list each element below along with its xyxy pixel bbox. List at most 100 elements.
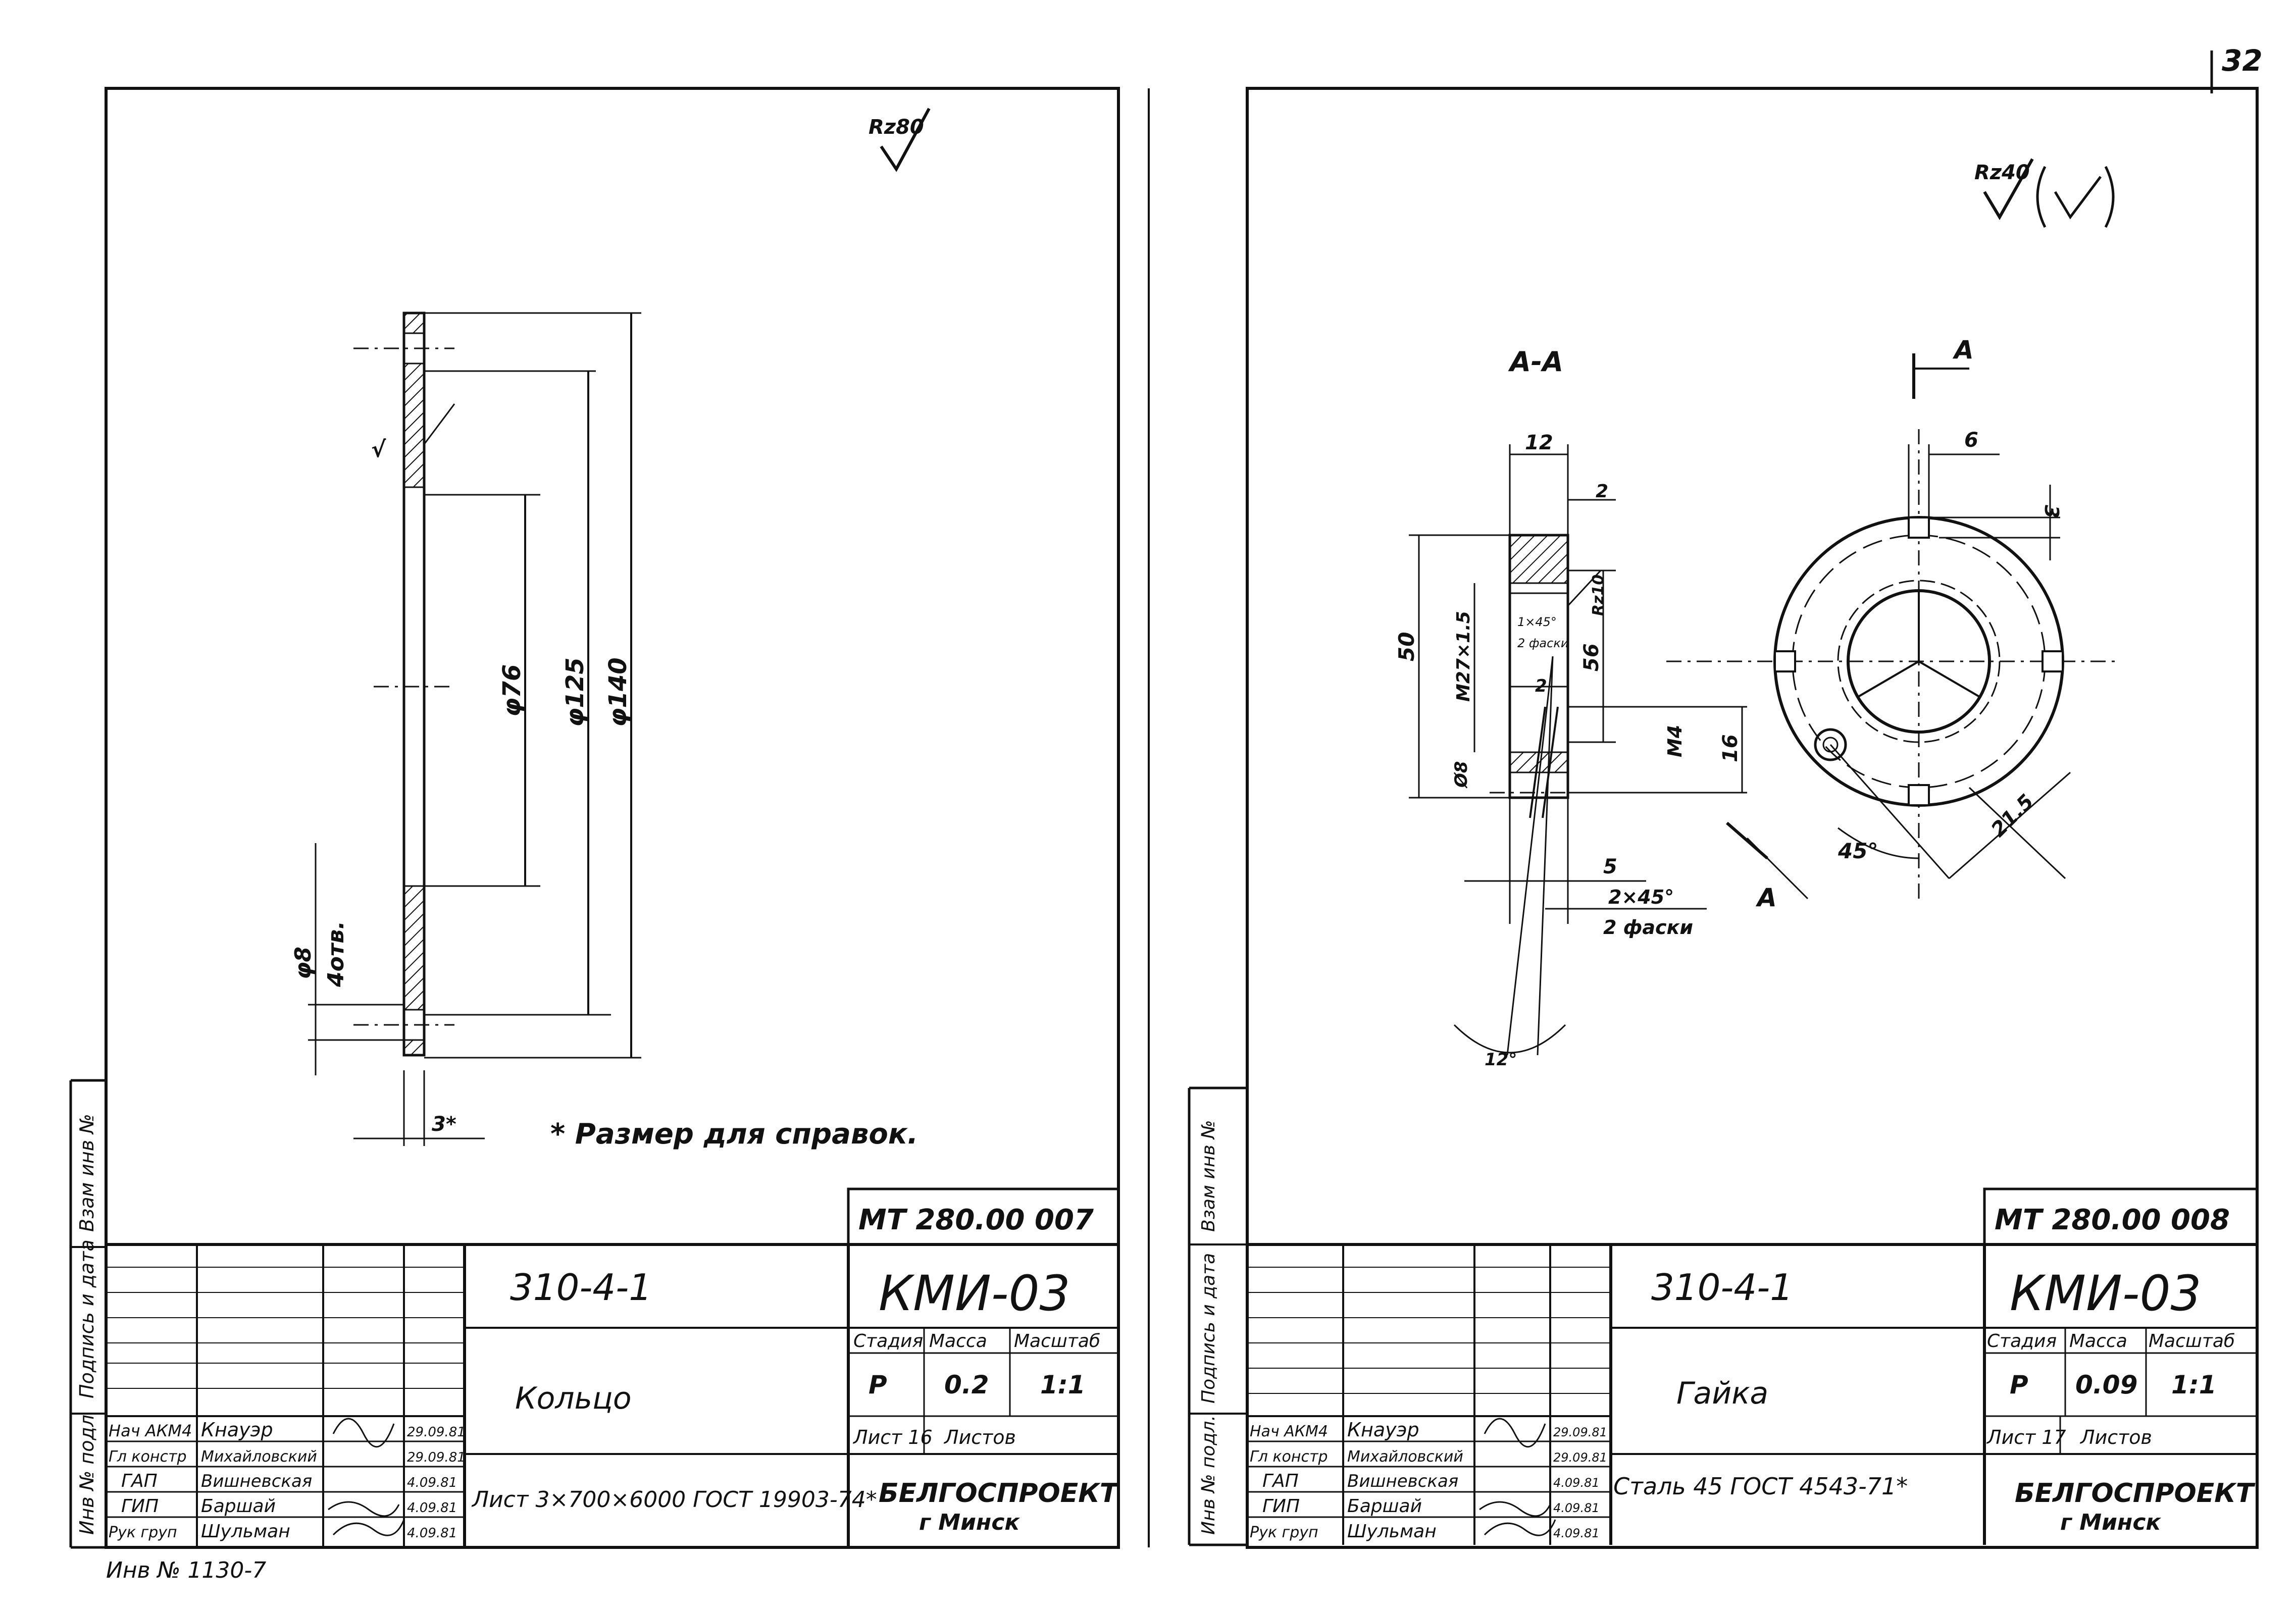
- dim-thk: 3*: [432, 1113, 456, 1136]
- dim-m4: М4: [1664, 725, 1686, 757]
- material-r: Сталь 45 ГОСТ 4543-71*: [1613, 1473, 1908, 1500]
- svg-text:Гл констр: Гл констр: [1250, 1448, 1328, 1466]
- dim-slot6: 6: [1964, 429, 1978, 452]
- svg-text:ГАП: ГАП: [1262, 1471, 1299, 1491]
- stage-value: Р: [869, 1370, 887, 1399]
- dim-chamfer2b: 2 фаски: [1603, 916, 1693, 939]
- album-code: КМИ-03: [879, 1265, 1070, 1322]
- dim-w12: 12: [1525, 431, 1553, 454]
- svg-text:Вишневская: Вишневская: [201, 1471, 312, 1491]
- sheet-number: Лист 16: [852, 1426, 933, 1448]
- svg-text:Баршай: Баршай: [1347, 1496, 1422, 1517]
- series-number: 310-4-1: [510, 1266, 652, 1309]
- svg-text:4.09.81: 4.09.81: [1553, 1526, 1600, 1540]
- svg-text:Стадия: Стадия: [1987, 1331, 2057, 1352]
- svg-text:4.09.81: 4.09.81: [407, 1500, 457, 1516]
- series-number-r: 310-4-1: [1651, 1266, 1793, 1309]
- side-label-zam: Взам инв №: [76, 1114, 98, 1232]
- dim-ra: Rz10: [1590, 575, 1607, 616]
- svg-text:4.09.81: 4.09.81: [1553, 1476, 1600, 1490]
- svg-text:Гл констр: Гл констр: [109, 1448, 187, 1466]
- svg-text:Листов: Листов: [943, 1426, 1016, 1448]
- dim-chamfer1b: 2 фаски: [1517, 636, 1568, 650]
- dim-slot3: 3: [2040, 505, 2063, 518]
- signature-table: Нач АКМ4 Кнауэр 29.09.81 Гл констр Михай…: [109, 1418, 466, 1542]
- dim-ang12: 12°: [1485, 1050, 1517, 1070]
- svg-text:Нач АКМ4: Нач АКМ4: [109, 1421, 192, 1440]
- dim-d8: Ø8: [1451, 761, 1471, 789]
- right-sheet: Инв № подл. Подпись и дата Взам инв № Rz…: [1188, 87, 2259, 1549]
- dim-r21: 21.5: [1987, 790, 2038, 842]
- svg-text:Шульман: Шульман: [201, 1521, 290, 1542]
- svg-text:Рук груп: Рук груп: [1250, 1524, 1318, 1541]
- svg-text:Михайловский: Михайловский: [1347, 1448, 1463, 1466]
- dim-thread: М27×1.5: [1453, 611, 1474, 702]
- dim-chamfer1: 1×45°: [1517, 615, 1557, 629]
- doc-code: МТ 280.00 007: [858, 1204, 1094, 1236]
- scale-value-r: 1:1: [2171, 1370, 2217, 1399]
- reference-note: * Размер для справок.: [550, 1118, 918, 1151]
- svg-text:Кнауэр: Кнауэр: [1347, 1419, 1419, 1441]
- material: Лист 3×700×6000 ГОСТ 19903-74*: [471, 1487, 877, 1513]
- svg-text:ГАП: ГАП: [121, 1471, 158, 1491]
- svg-text:ГИП: ГИП: [121, 1496, 159, 1517]
- cut-mark-bottom: А: [1755, 883, 1777, 912]
- page-number: 32: [2222, 43, 2263, 78]
- dim-chamfer2: 2×45°: [1608, 886, 1674, 908]
- cut-mark-top: А: [1952, 335, 1974, 365]
- svg-text:Кнауэр: Кнауэр: [201, 1419, 273, 1441]
- svg-text:Михайловский: Михайловский: [201, 1448, 317, 1466]
- dim-n2: 2: [1535, 676, 1547, 696]
- svg-text:Масса: Масса: [2069, 1331, 2127, 1352]
- stage-value-r: Р: [2010, 1370, 2028, 1399]
- organization-r: БЕЛГОСПРОЕКТ: [2015, 1478, 2256, 1509]
- svg-text:Масса: Масса: [929, 1331, 987, 1352]
- svg-text:29.09.81: 29.09.81: [407, 1425, 466, 1440]
- dim-d50: 50: [1394, 632, 1419, 661]
- signature-table-r: Нач АКМ4 Кнауэр 29.09.81 Гл констр Михай…: [1250, 1418, 1607, 1542]
- city: г Минск: [919, 1510, 1020, 1535]
- mass-value-r: 0.09: [2075, 1370, 2137, 1399]
- svg-text:Вишневская: Вишневская: [1347, 1471, 1458, 1491]
- dim-d5: 5: [1603, 855, 1617, 878]
- side-label-sign: Подпись и дата: [76, 1239, 98, 1398]
- svg-text:Баршай: Баршай: [201, 1496, 276, 1517]
- city-r: г Минск: [2060, 1510, 2161, 1535]
- organization: БЕЛГОСПРОЕКТ: [879, 1478, 1119, 1509]
- svg-text:Нач АКМ4: Нач АКМ4: [1250, 1423, 1328, 1440]
- dim-hole-count: 4отв.: [323, 921, 349, 988]
- svg-text:29.09.81: 29.09.81: [407, 1450, 466, 1465]
- dim-d125: φ125: [561, 657, 589, 727]
- part-name: Кольцо: [515, 1381, 632, 1416]
- svg-text:Листов: Листов: [2079, 1426, 2152, 1448]
- section-label: А-А: [1508, 346, 1563, 378]
- svg-text:29.09.81: 29.09.81: [1553, 1450, 1607, 1465]
- svg-text:ГИП: ГИП: [1262, 1496, 1300, 1517]
- sheet-number-r: Лист 17: [1986, 1426, 2066, 1448]
- dim-ang45: 45°: [1838, 839, 1878, 863]
- dim-r2: 2: [1596, 481, 1608, 502]
- svg-text:4.09.81: 4.09.81: [407, 1475, 457, 1490]
- inventory-number: Инв № 1130-7: [106, 1557, 266, 1583]
- album-code-r: КМИ-03: [2010, 1265, 2202, 1322]
- svg-text:29.09.81: 29.09.81: [1553, 1425, 1607, 1439]
- scale-value: 1:1: [1040, 1370, 1086, 1399]
- svg-text:4.09.81: 4.09.81: [1553, 1501, 1600, 1515]
- svg-text:Шульман: Шульман: [1347, 1521, 1437, 1542]
- dim-d76: φ76: [498, 664, 526, 717]
- left-sheet: Инв № подл Подпись и дата Взам инв № Rz8…: [69, 87, 1120, 1583]
- dim-hole: φ8: [290, 947, 316, 979]
- svg-text:Стадия: Стадия: [853, 1331, 923, 1352]
- mass-value: 0.2: [944, 1370, 989, 1399]
- side-label-inv: Инв № подл: [76, 1415, 98, 1535]
- svg-text:√: √: [371, 437, 386, 462]
- side-label-zam-r: Взам инв №: [1198, 1120, 1219, 1232]
- dim-d140: φ140: [604, 657, 632, 727]
- svg-text:Масштаб: Масштаб: [1014, 1331, 1100, 1352]
- part-name-r: Гайка: [1676, 1376, 1768, 1411]
- dim-d16: 16: [1719, 734, 1742, 762]
- side-label-sign-r: Подпись и дата: [1198, 1253, 1219, 1404]
- doc-code-r: МТ 280.00 008: [1995, 1204, 2230, 1236]
- svg-text:4.09.81: 4.09.81: [407, 1526, 457, 1541]
